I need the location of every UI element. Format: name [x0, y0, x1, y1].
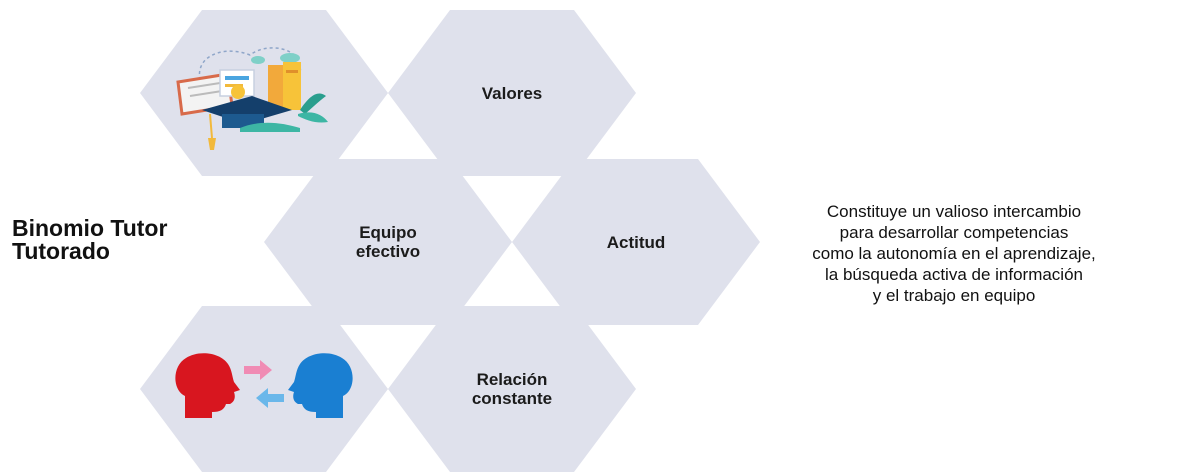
exchange-heads-icon — [175, 353, 353, 418]
hex-actitud: Actitud — [512, 159, 760, 325]
hex-actitud-label: Actitud — [606, 232, 666, 252]
hex-heads — [140, 306, 388, 472]
hex-relacion-constante-label: Relación constante — [471, 370, 553, 408]
hex-valores: Valores — [388, 10, 636, 176]
graduation-books-icon — [176, 47, 328, 150]
hex-valores-label: Valores — [481, 83, 543, 103]
diagram-title: Binomio Tutor Tutorado — [12, 215, 168, 264]
hex-equipo-efectivo-label: Equipo efectivo — [355, 223, 421, 261]
description-text: Constituye un valioso intercambio para d… — [812, 202, 1096, 305]
hex-equipo-efectivo: Equipo efectivo — [264, 159, 512, 325]
hex-books — [140, 10, 388, 176]
hex-relacion-constante: Relación constante — [388, 306, 636, 472]
